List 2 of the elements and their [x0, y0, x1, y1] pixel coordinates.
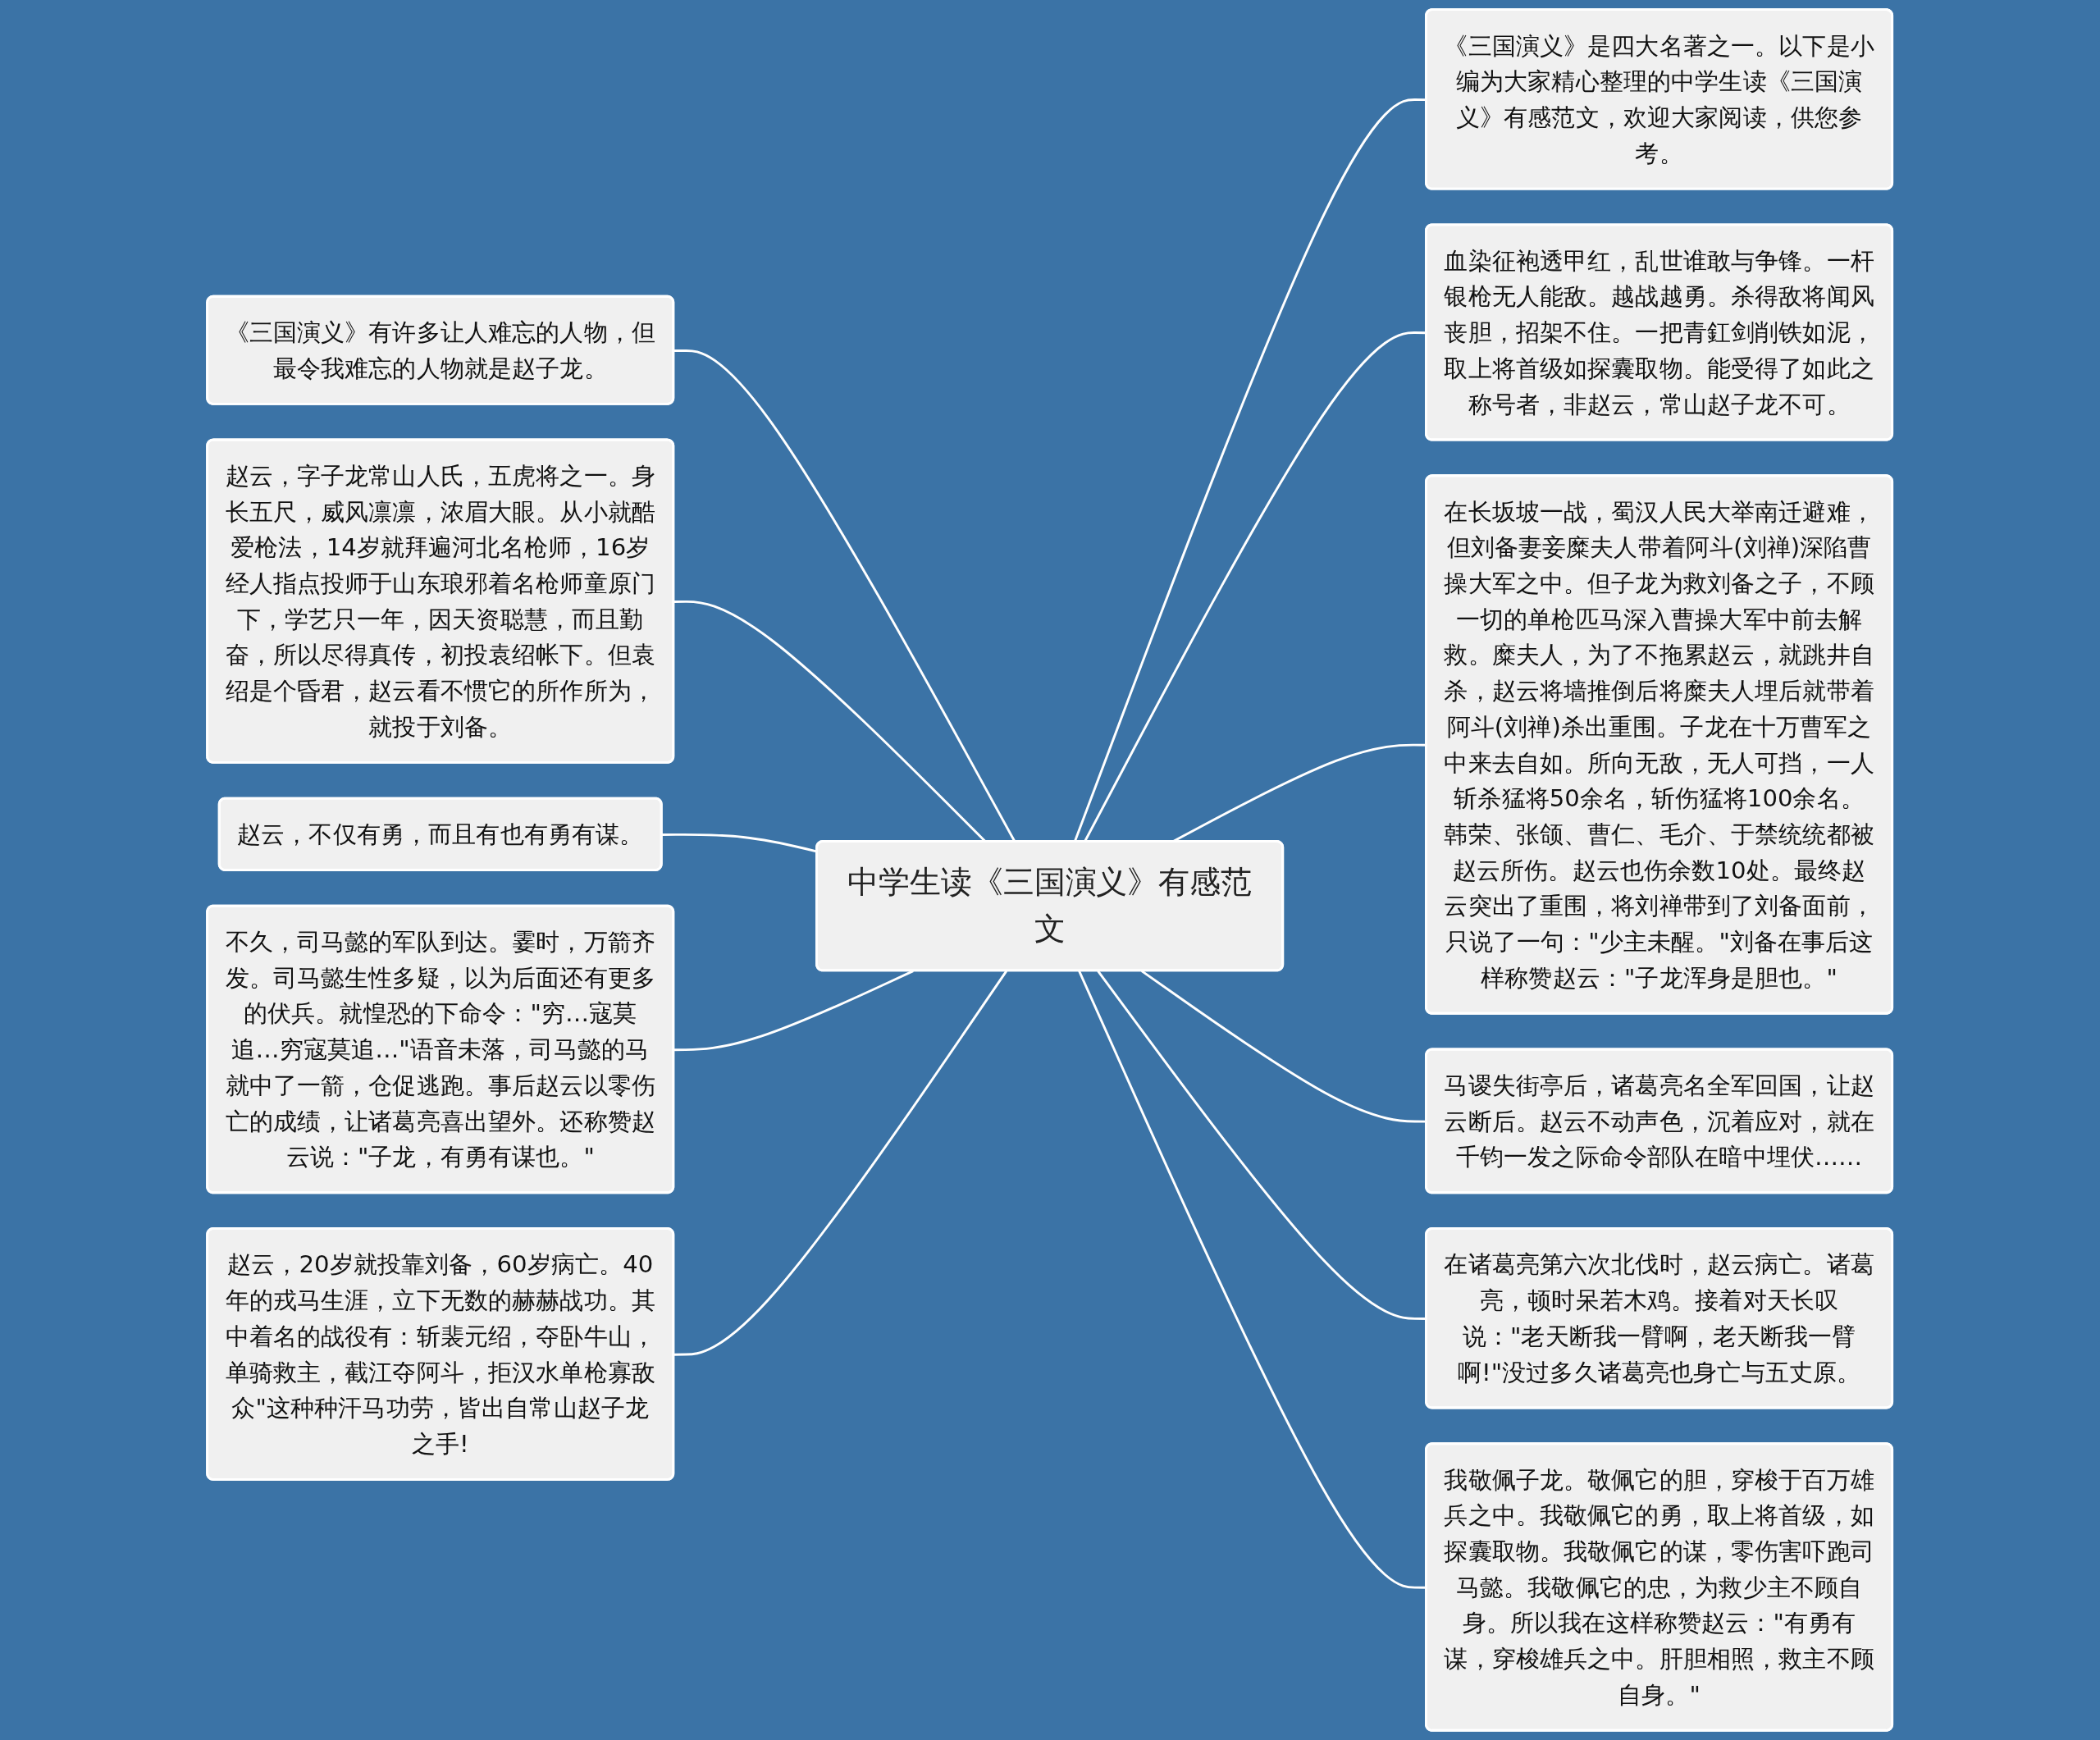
connector	[673, 970, 1008, 1356]
connector	[673, 970, 915, 1052]
